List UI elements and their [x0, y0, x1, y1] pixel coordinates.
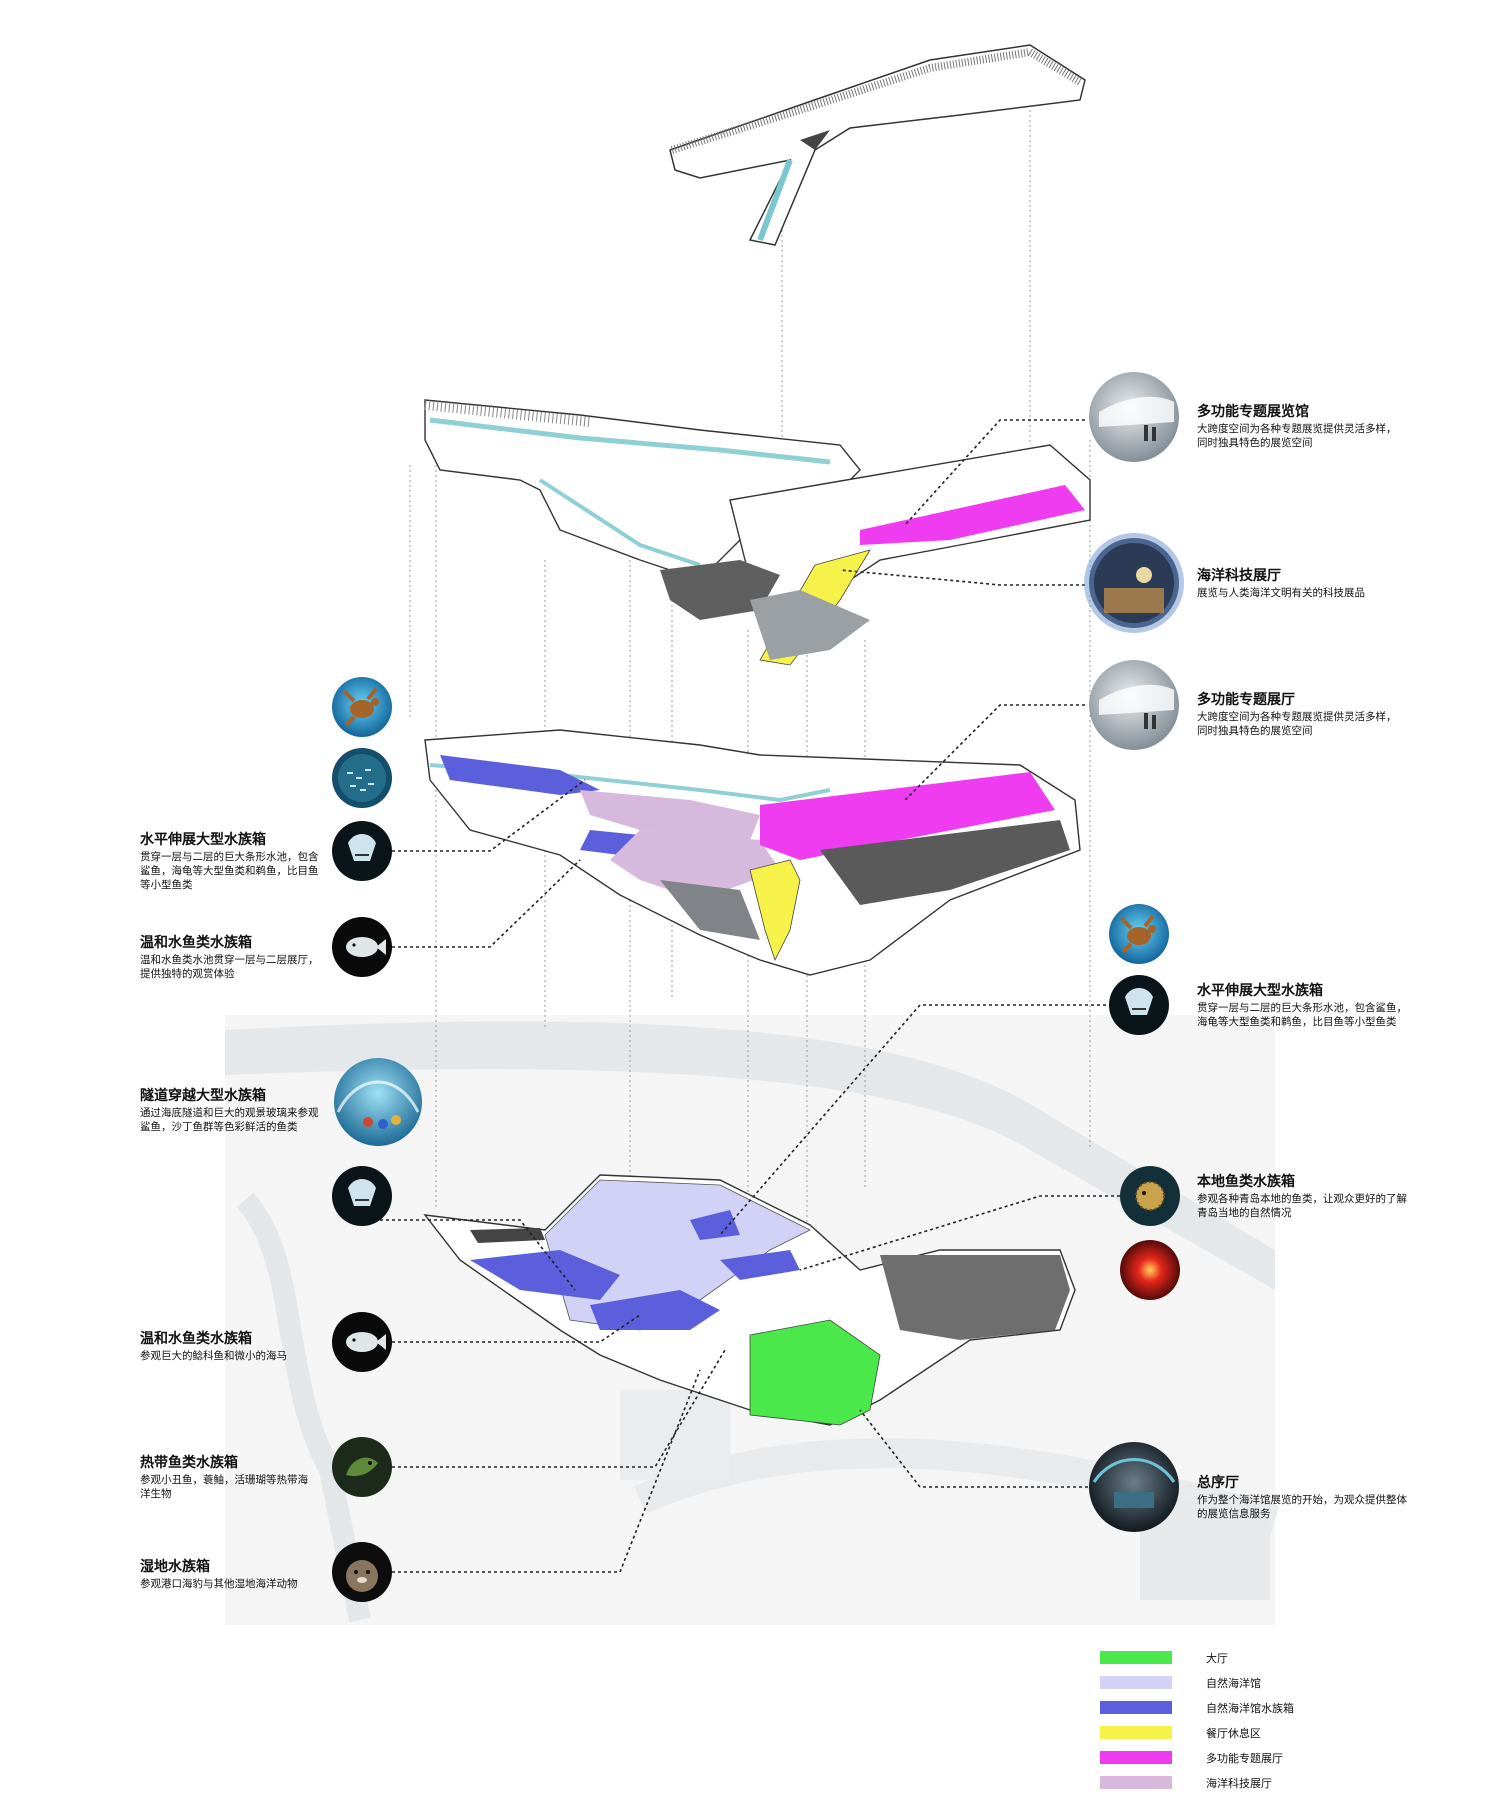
annotation-wetland-tank: 湿地水族箱 参观港口海豹与其他湿地海洋动物 — [140, 1558, 340, 1591]
legend-label: 多功能专题展厅 — [1206, 1751, 1283, 1765]
tunnel-photo-icon — [334, 1058, 422, 1146]
annotation-tropical-tank: 热带鱼类水族箱 参观小丑鱼，蓑鲉，活珊瑚等热带海洋生物 — [140, 1454, 310, 1501]
angelfish-icon — [332, 917, 392, 977]
annotation-tunnel-tank: 隧道穿越大型水族箱 通过海底隧道和巨大的观景玻璃来参观鲨鱼，沙丁鱼群等色彩鲜活的… — [140, 1087, 320, 1134]
annotation-desc: 贯穿一层与二层的巨大条形水池，包含鲨鱼，海龟等大型鱼类和鹈鱼，比目鱼等小型鱼类 — [1197, 1002, 1407, 1028]
otter-icon — [332, 1542, 392, 1602]
annotation-mild-tank-low: 温和水鱼类水族箱 参观巨大的鲶科鱼和微小的海马 — [140, 1330, 340, 1363]
shark-icon — [332, 821, 392, 881]
annotation-horiz-tank-right: 水平伸展大型水族箱 贯穿一层与二层的巨大条形水池，包含鲨鱼，海龟等大型鱼类和鹈鱼… — [1197, 982, 1407, 1029]
legend-item: 自然海洋馆水族箱 — [1100, 1695, 1400, 1720]
legend-label: 大厅 — [1206, 1651, 1228, 1665]
annotation-desc: 通过海底隧道和巨大的观景玻璃来参观鲨鱼，沙丁鱼群等色彩鲜活的鱼类 — [140, 1107, 319, 1133]
legend-item: 海洋科技展厅 — [1100, 1770, 1400, 1795]
level-1 — [423, 1174, 1076, 1426]
iguana-icon — [332, 1437, 392, 1497]
annotation-main-lobby: 总序厅 作为整个海洋馆展览的开始，为观众提供整体的展览信息服务 — [1197, 1474, 1417, 1521]
photo-exhibit-hall-icon — [1089, 660, 1179, 750]
annotation-title: 隧道穿越大型水族箱 — [140, 1088, 266, 1104]
annotation-desc: 大跨度空间为各种专题展览提供灵活多样，同时独具特色的展览空间 — [1197, 423, 1397, 449]
legend-item: 自然海洋馆 — [1100, 1670, 1400, 1695]
annotation-title: 多功能专题展厅 — [1197, 692, 1295, 708]
pufferfish-icon — [1120, 1166, 1180, 1226]
annotation-desc: 温和水鱼类水池贯穿一层与二层展厅，提供独特的观赏体验 — [140, 954, 319, 980]
legend-swatch — [1100, 1676, 1172, 1689]
annotation-tech-hall: 海洋科技展厅 展览与人类海洋文明有关的科技展品 — [1197, 567, 1407, 600]
annotation-local-tank: 本地鱼类水族箱 参观各种青岛本地的鱼类，让观众更好的了解青岛当地的自然情况 — [1197, 1173, 1417, 1220]
annotation-desc: 参观巨大的鲶科鱼和微小的海马 — [140, 1350, 287, 1362]
annotation-title: 水平伸展大型水族箱 — [1197, 983, 1323, 999]
annotation-title: 湿地水族箱 — [140, 1559, 210, 1575]
level-2 — [424, 729, 1081, 976]
legend-label: 自然海洋馆水族箱 — [1206, 1701, 1294, 1715]
annotation-horiz-tank-left: 水平伸展大型水族箱 贯穿一层与二层的巨大条形水池，包含鲨鱼，海龟等大型鱼类和鹈鱼… — [140, 831, 320, 892]
legend-swatch — [1100, 1651, 1172, 1664]
annotation-desc: 参观各种青岛本地的鱼类，让观众更好的了解青岛当地的自然情况 — [1197, 1193, 1407, 1219]
legend-swatch — [1100, 1751, 1172, 1764]
legend-label: 自然海洋馆 — [1206, 1676, 1261, 1690]
fish-school-icon — [332, 748, 392, 808]
annotation-title: 多功能专题展览馆 — [1197, 404, 1309, 420]
legend-swatch — [1100, 1726, 1172, 1739]
legend-swatch — [1100, 1776, 1172, 1789]
shark-icon — [1109, 975, 1169, 1035]
annotation-title: 总序厅 — [1197, 1475, 1239, 1491]
angelfish-icon — [332, 1312, 392, 1372]
leader-lines — [380, 419, 1120, 1573]
annotation-desc: 参观港口海豹与其他湿地海洋动物 — [140, 1578, 298, 1590]
site-plan-background — [225, 1015, 1280, 1625]
annotation-desc: 大跨度空间为各种专题展览提供灵活多样，同时独具特色的展览空间 — [1197, 711, 1397, 737]
annotation-multi-hall-top: 多功能专题展览馆 大跨度空间为各种专题展览提供灵活多样，同时独具特色的展览空间 — [1197, 403, 1397, 450]
annotation-multi-hall-mid: 多功能专题展厅 大跨度空间为各种专题展览提供灵活多样，同时独具特色的展览空间 — [1197, 691, 1397, 738]
legend-label: 海洋科技展厅 — [1206, 1776, 1272, 1790]
annotation-desc: 贯穿一层与二层的巨大条形水池，包含鲨鱼，海龟等大型鱼类和鹈鱼，比目鱼等小型鱼类 — [140, 851, 319, 891]
legend-item: 餐厅休息区 — [1100, 1720, 1400, 1745]
legend-label: 餐厅休息区 — [1206, 1726, 1261, 1740]
annotation-title: 海洋科技展厅 — [1197, 568, 1281, 584]
annotation-desc: 展览与人类海洋文明有关的科技展品 — [1197, 587, 1365, 599]
level-3 — [424, 399, 1091, 666]
lobby-photo-icon — [1089, 1442, 1179, 1532]
legend-item: 大厅 — [1100, 1645, 1400, 1670]
sea-turtle-icon — [1109, 904, 1169, 964]
annotation-title: 热带鱼类水族箱 — [140, 1455, 238, 1471]
annotation-title: 温和水鱼类水族箱 — [140, 1331, 252, 1347]
annotation-desc: 作为整个海洋馆展览的开始，为观众提供整体的展览信息服务 — [1197, 1494, 1407, 1520]
annotation-desc: 参观小丑鱼，蓑鲉，活珊瑚等热带海洋生物 — [140, 1474, 308, 1500]
legend: 大厅 自然海洋馆 自然海洋馆水族箱 餐厅休息区 多功能专题展厅 海洋科技展厅 — [1100, 1645, 1400, 1795]
legend-swatch — [1100, 1701, 1172, 1714]
legend-item: 多功能专题展厅 — [1100, 1745, 1400, 1770]
annotation-title: 水平伸展大型水族箱 — [140, 832, 266, 848]
roof-level — [669, 44, 1086, 246]
annotation-title: 温和水鱼类水族箱 — [140, 935, 252, 951]
photo-tech-hall-icon — [1084, 533, 1184, 633]
sea-turtle-icon — [332, 677, 392, 737]
photo-exhibit-hall-icon — [1089, 372, 1179, 462]
annotation-title: 本地鱼类水族箱 — [1197, 1174, 1295, 1190]
shark-icon — [332, 1166, 392, 1226]
sea-anemone-icon — [1120, 1240, 1180, 1300]
annotation-mild-tank-mid: 温和水鱼类水族箱 温和水鱼类水池贯穿一层与二层展厅，提供独特的观赏体验 — [140, 934, 320, 981]
